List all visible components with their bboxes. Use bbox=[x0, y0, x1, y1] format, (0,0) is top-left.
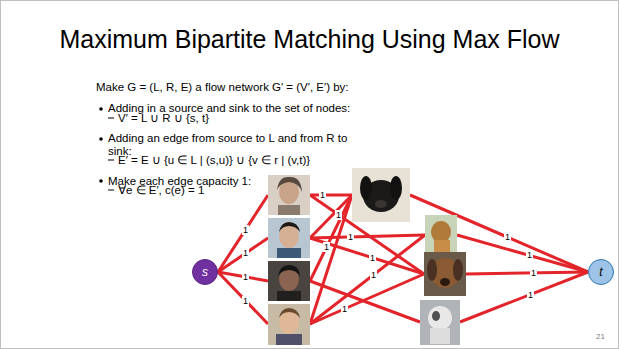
capacity-label: 1 bbox=[347, 232, 354, 242]
flow-edge bbox=[466, 272, 588, 274]
capacity-label: 1 bbox=[341, 304, 348, 314]
capacity-label: 1 bbox=[319, 190, 326, 200]
dog-photo bbox=[424, 252, 466, 296]
capacity-label: 1 bbox=[242, 272, 249, 282]
flow-edge bbox=[310, 195, 352, 324]
capacity-label: 1 bbox=[370, 270, 377, 280]
capacity-label: 1 bbox=[242, 225, 249, 235]
person-photo bbox=[268, 218, 310, 258]
capacity-label: 1 bbox=[242, 296, 249, 306]
dog-photo bbox=[420, 300, 460, 345]
bullet-text: E′ = E ∪ {u ∈ L | (s,u)} ∪ {v ∈ r | (v,t… bbox=[118, 154, 310, 167]
flow-edge bbox=[457, 235, 588, 272]
dog-photo bbox=[352, 168, 410, 222]
flow-edge bbox=[310, 235, 425, 238]
slide-title: Maximum Bipartite Matching Using Max Flo… bbox=[0, 24, 619, 54]
bullet-text: V′ = L ∪ R ∪ {s, t} bbox=[118, 112, 209, 125]
person-photo bbox=[268, 304, 310, 345]
capacity-label: 1 bbox=[242, 248, 249, 258]
source-node: s bbox=[192, 259, 218, 285]
flow-edge bbox=[310, 235, 425, 324]
flow-edge bbox=[310, 195, 352, 281]
capacity-label: 1 bbox=[526, 250, 533, 260]
capacity-label: 1 bbox=[504, 232, 511, 242]
flow-edge bbox=[218, 238, 268, 272]
node-label: s bbox=[202, 265, 208, 279]
flow-edge bbox=[218, 195, 268, 272]
capacity-label: 1 bbox=[369, 253, 376, 263]
sink-node: t bbox=[588, 259, 614, 285]
person-photo bbox=[268, 175, 310, 215]
node-label: t bbox=[599, 265, 602, 279]
dog-photo bbox=[425, 215, 457, 255]
flow-edge bbox=[310, 194, 352, 197]
capacity-label: 1 bbox=[527, 290, 534, 300]
capacity-label: 1 bbox=[335, 210, 342, 220]
flow-edge bbox=[218, 272, 268, 324]
capacity-label: 1 bbox=[323, 242, 330, 252]
bullet-text: ∀e ∈ E′, c(e) = 1 bbox=[118, 184, 204, 197]
person-photo bbox=[268, 261, 310, 301]
slide-number: 21 bbox=[596, 332, 605, 341]
flow-edge bbox=[460, 272, 588, 322]
bullet-text: Make G = (L, R, E) a flow network G′ = (… bbox=[96, 81, 349, 94]
capacity-label: 1 bbox=[530, 268, 537, 278]
